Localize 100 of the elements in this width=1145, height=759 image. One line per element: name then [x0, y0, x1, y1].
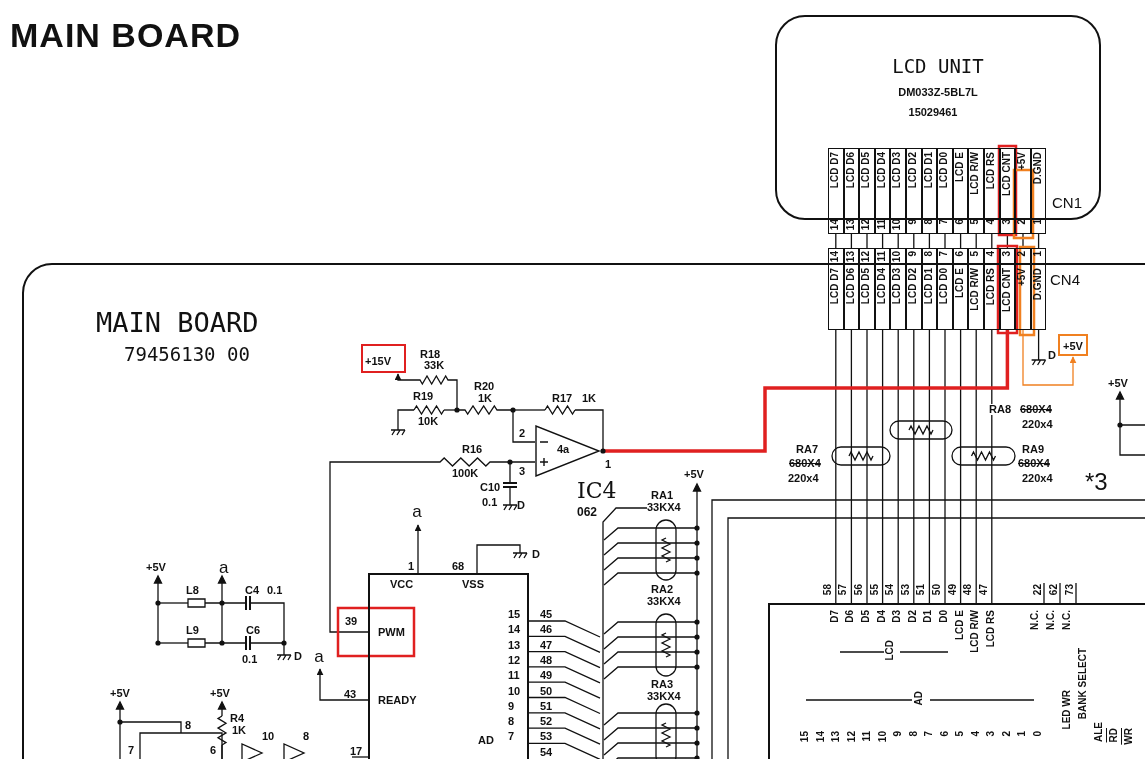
component-label: C6	[246, 625, 261, 636]
component-label: R16	[462, 444, 483, 455]
pin-number: 7	[939, 251, 950, 257]
connector-pin	[968, 148, 984, 234]
pin-number: 57	[838, 584, 849, 596]
connector-pin	[843, 248, 860, 330]
value-label: 680X4	[789, 458, 821, 469]
value-label: 33KX4	[647, 596, 681, 607]
pin-number: 6	[954, 251, 965, 257]
pin-label: LCD CNT	[1001, 268, 1012, 312]
pin-name: 11	[862, 731, 872, 742]
pin-number: 10	[508, 685, 521, 697]
pin-number: 58	[822, 584, 833, 596]
pin-label: LCD D2	[908, 268, 918, 305]
wire	[913, 233, 915, 249]
pin-label: LCD RS	[986, 268, 996, 306]
connector-pin	[952, 248, 969, 330]
pin-label: LCD E	[954, 152, 965, 182]
pin-number: 3	[519, 466, 526, 477]
value-label: 0.1	[242, 654, 258, 665]
ic-chip	[368, 573, 529, 759]
pin-name: LCD RS	[985, 610, 996, 648]
wire	[897, 329, 899, 604]
pin-number: 53	[900, 584, 911, 596]
pin-number: 12	[861, 251, 872, 263]
pin-label: LCD CNT	[1001, 152, 1012, 196]
component-label: R18	[420, 349, 441, 360]
pin-name: VCC	[390, 579, 414, 590]
connector-pin	[828, 248, 844, 330]
pin-number: 8	[923, 251, 934, 257]
connector-pin	[874, 248, 891, 330]
pin-name: AD	[914, 691, 924, 706]
wire	[329, 457, 536, 633]
pin-number: 7	[508, 731, 515, 743]
wire	[835, 233, 837, 249]
connector-pin	[1015, 248, 1031, 330]
pin-name: LCD	[885, 640, 896, 661]
pin-number: 14	[508, 624, 521, 636]
wire	[928, 233, 931, 249]
pin-number: 3	[1001, 251, 1012, 257]
pin-number: 50	[932, 584, 942, 596]
pin-label: LCD D6	[845, 152, 856, 189]
supply-label: +5V	[1108, 378, 1128, 389]
component-label: C4	[245, 585, 260, 596]
net-label: a	[219, 559, 229, 576]
pin-name: N.C.	[1046, 610, 1056, 630]
supply-label: +5V	[684, 469, 704, 480]
pin-number: 49	[540, 670, 553, 682]
pin-number: 47	[978, 584, 989, 596]
part-number: DM033Z-5BL7L	[897, 87, 979, 98]
wire	[991, 329, 993, 604]
wire	[850, 233, 853, 249]
pin-number: 5	[970, 251, 981, 257]
pin-name: 9	[893, 731, 903, 737]
value-label: 220x4	[788, 473, 819, 484]
connector-pin	[1015, 148, 1031, 234]
pin-number: 17	[350, 746, 363, 757]
pin-label: LCD R/W	[970, 152, 981, 195]
net-label: a	[312, 648, 326, 668]
wire	[835, 329, 837, 604]
wire	[316, 668, 369, 701]
wire	[897, 233, 899, 249]
wire	[866, 233, 868, 249]
unit-label: 4a	[557, 444, 570, 455]
component-label: C10	[480, 482, 501, 493]
pin-name: 12	[846, 731, 857, 743]
pin-label: LCD D0	[939, 268, 950, 305]
pin-number: 22	[1033, 584, 1043, 596]
component-label: RA8	[988, 404, 1012, 415]
pin-number: 12	[508, 654, 521, 666]
note-mark: *3	[1085, 470, 1108, 494]
connector-pin	[1030, 248, 1047, 330]
component-label: RA7	[796, 444, 818, 455]
connector-pin	[952, 148, 969, 234]
connector-pin	[890, 148, 906, 234]
pin-number: 46	[540, 624, 553, 636]
value-label: 0.1	[482, 497, 498, 508]
connector-label: CN4	[1050, 272, 1080, 287]
net-label: D	[1048, 350, 1056, 361]
pin-label: D.GND	[1032, 152, 1043, 185]
connector-pin	[937, 248, 953, 330]
wire	[1022, 329, 1077, 386]
pin-number: 11	[876, 219, 887, 230]
connector-pin	[843, 148, 860, 234]
value-label: 680X4	[1020, 404, 1052, 415]
pin-name: 2	[1001, 731, 1012, 737]
pin-name: 5	[955, 731, 965, 737]
component-label: R4	[230, 713, 245, 724]
value-label: 680X4	[1018, 458, 1050, 469]
pin-label: LCD D3	[892, 268, 903, 305]
pin-number: 8	[508, 716, 515, 728]
pin-number: 13	[845, 251, 856, 263]
net-label: D	[294, 651, 302, 662]
pin-name: N.C.	[1062, 610, 1072, 630]
pin-name: WR	[1124, 728, 1134, 745]
pin-number: 48	[540, 654, 553, 666]
pin-number: 51	[540, 700, 553, 712]
connector-pin	[874, 148, 891, 234]
value-label: 33K	[424, 360, 445, 371]
wire	[991, 233, 993, 249]
